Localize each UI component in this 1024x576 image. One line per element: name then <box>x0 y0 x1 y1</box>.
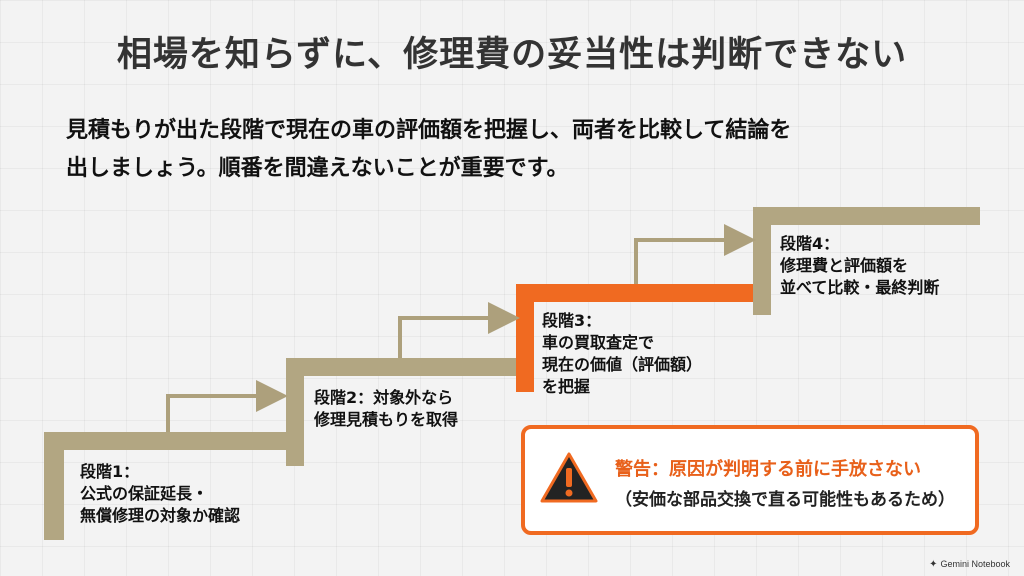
step-2-label: 段階2：対象外なら 修理見積もりを取得 <box>314 387 458 431</box>
step-3-line-4: を把握 <box>542 377 591 396</box>
step-3-line-2: 車の買取査定で <box>542 333 655 352</box>
stair-step-2 <box>286 358 516 466</box>
step-arrow-1-to-2 <box>166 380 288 432</box>
intro-line-2: 出しましょう。順番を間違えないことが重要です。 <box>66 156 569 181</box>
sparkle-icon: ✦ <box>929 559 938 570</box>
step-1-line-1: 段階1： <box>80 462 140 481</box>
intro-text: 見積もりが出た段階で現在の車の評価額を把握し、両者を比較して結論を 出しましょう… <box>66 112 986 188</box>
warning-box: 警告：原因が判明する前に手放さない （安価な部品交換で直る可能性もあるため） <box>521 425 979 535</box>
brand-watermark: ✦Gemini Notebook <box>929 559 1010 570</box>
step-3-label: 段階3： 車の買取査定で 現在の価値（評価額） を把握 <box>542 310 702 398</box>
step-2-line-1: 段階2：対象外なら <box>314 388 454 407</box>
step-4-label: 段階4： 修理費と評価額を 並べて比較・最終判断 <box>780 233 939 299</box>
step-1-line-3: 無償修理の対象か確認 <box>80 506 241 525</box>
stair-step-1 <box>44 432 286 540</box>
step-arrow-3-to-4 <box>634 224 756 284</box>
warning-triangle-icon <box>540 452 598 503</box>
step-1-label: 段階1： 公式の保証延長・ 無償修理の対象か確認 <box>80 461 240 527</box>
brand-label: Gemini Notebook <box>940 559 1010 569</box>
intro-line-1: 見積もりが出た段階で現在の車の評価額を把握し、両者を比較して結論を <box>66 118 792 143</box>
stair-step-3 <box>516 284 753 392</box>
step-4-line-3: 並べて比較・最終判断 <box>780 278 940 297</box>
step-4-line-2: 修理費と評価額を <box>780 256 909 275</box>
step-arrow-2-to-3 <box>398 302 520 358</box>
page-title: 相場を知らずに、修理費の妥当性は判断できない <box>116 35 908 75</box>
step-1-line-2: 公式の保証延長・ <box>80 484 209 503</box>
warning-subtitle: （安価な部品交換で直る可能性もあるため） <box>615 490 955 510</box>
step-4-line-1: 段階4： <box>780 234 840 253</box>
step-3-line-1: 段階3： <box>542 311 602 330</box>
stair-step-4 <box>753 207 980 315</box>
step-2-line-2: 修理見積もりを取得 <box>314 410 459 429</box>
step-3-line-3: 現在の価値（評価額） <box>542 355 703 374</box>
warning-title: 警告：原因が判明する前に手放さない <box>615 459 921 480</box>
